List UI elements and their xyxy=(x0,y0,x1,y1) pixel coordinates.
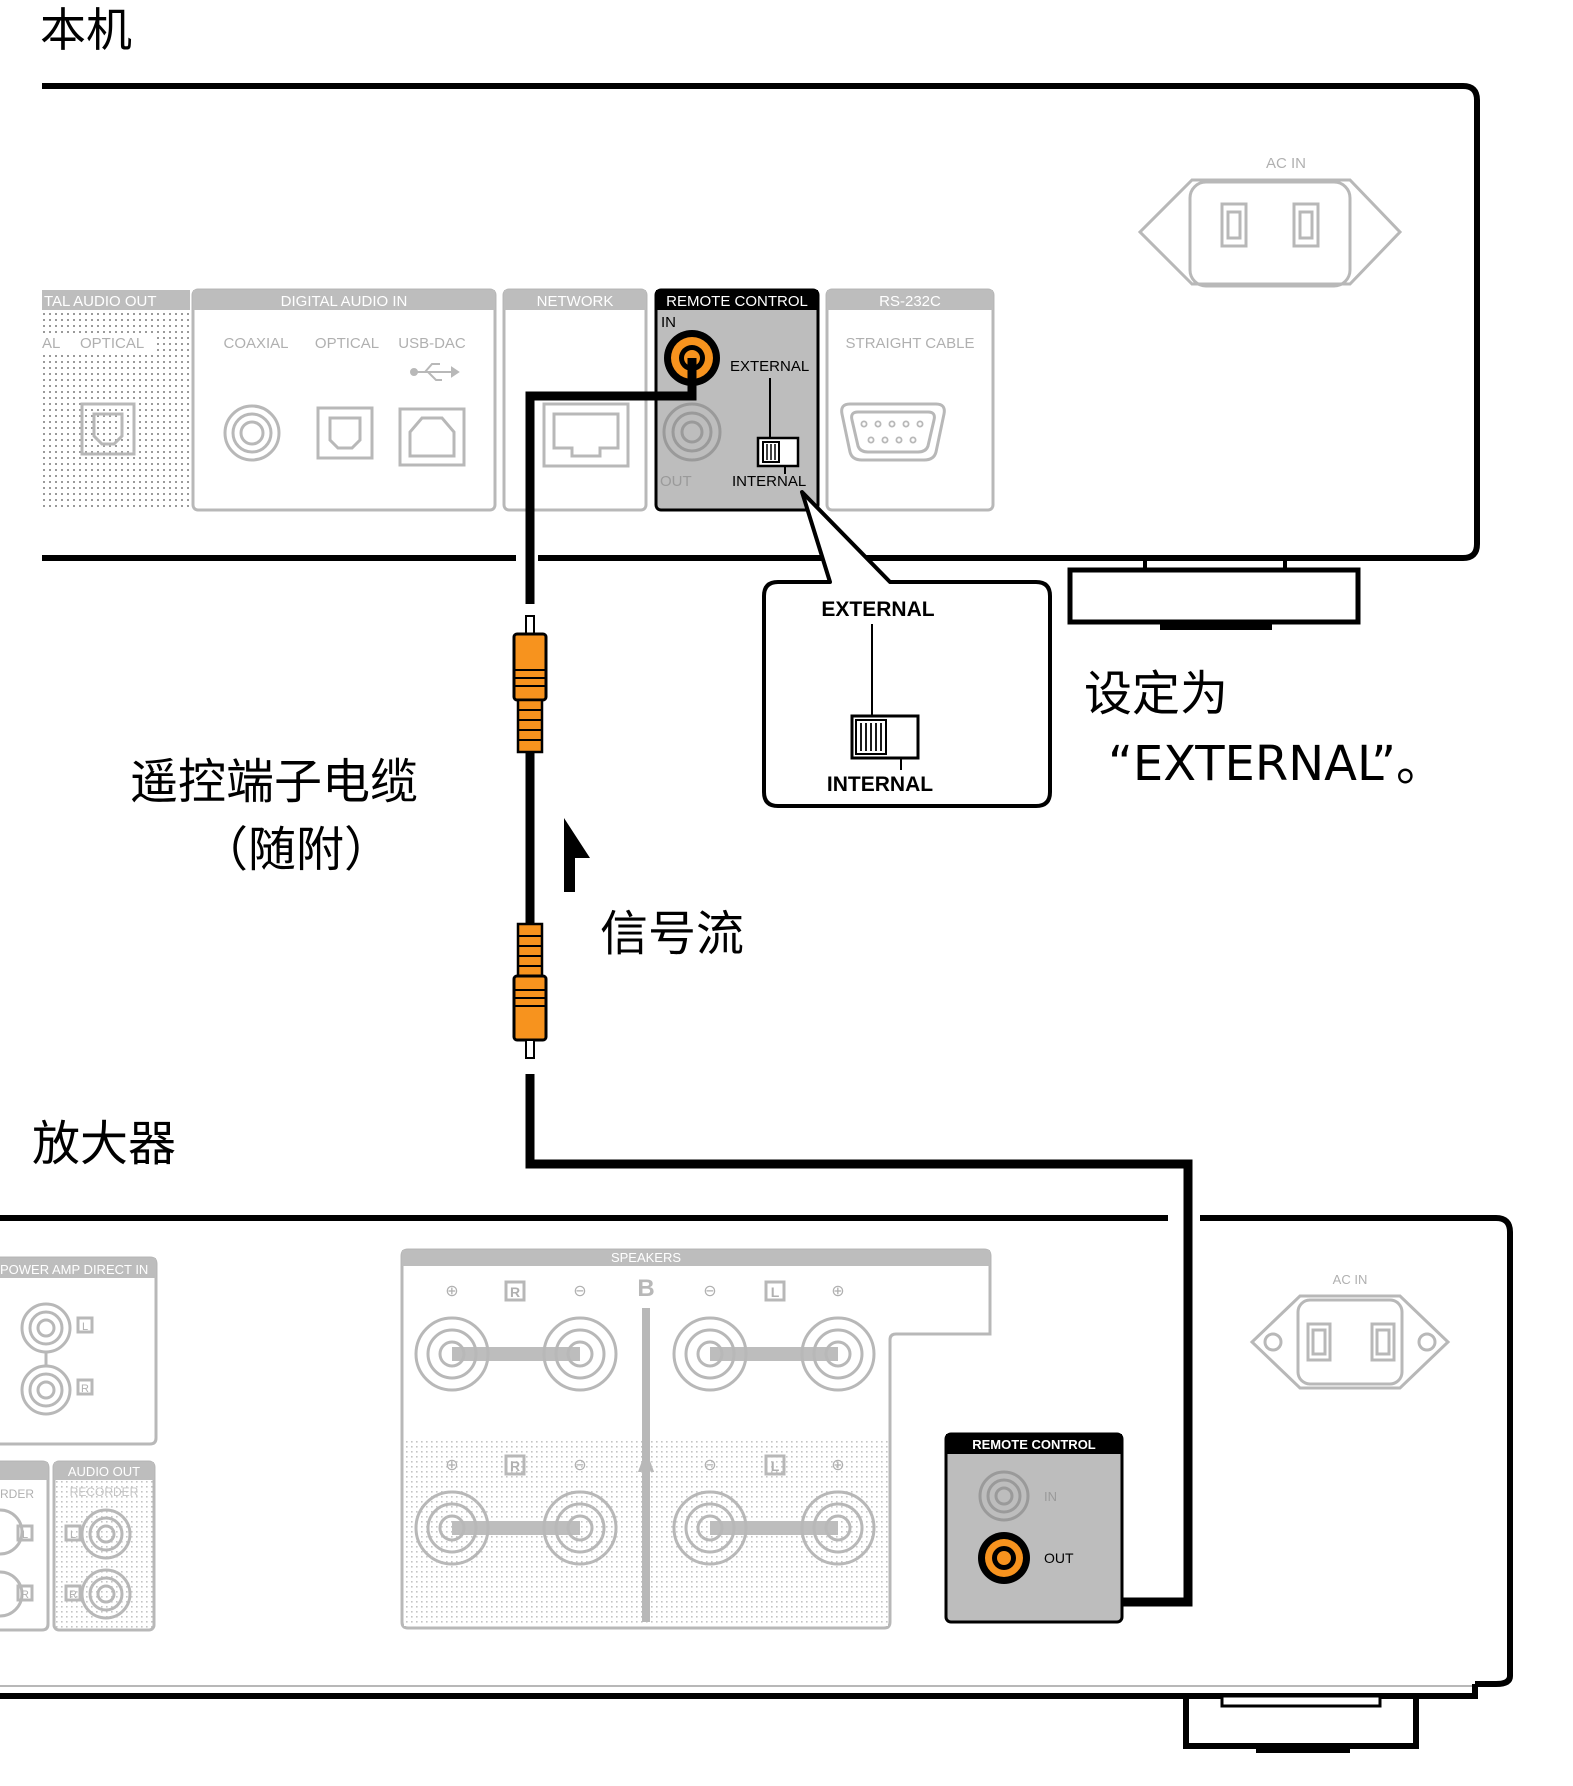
svg-text:RECORDER: RECORDER xyxy=(70,1485,139,1499)
usb-icon xyxy=(410,363,460,381)
svg-text:COAXIAL: COAXIAL xyxy=(223,335,288,352)
signal-flow-arrow-icon xyxy=(564,818,590,892)
svg-text:REMOTE CONTROL: REMOTE CONTROL xyxy=(972,1437,1096,1452)
power-amp-direct-in-panel: POWER AMP DIRECT IN L R xyxy=(0,1256,158,1446)
svg-text:R: R xyxy=(81,1383,89,1395)
svg-text:OPTICAL: OPTICAL xyxy=(80,335,144,352)
svg-text:B: B xyxy=(637,1275,654,1302)
svg-text:⊖: ⊖ xyxy=(703,1283,716,1300)
svg-text:R: R xyxy=(510,1284,520,1300)
amp-remote-control-panel: REMOTE CONTROL IN OUT xyxy=(944,1432,1124,1624)
coaxial-in-jack xyxy=(223,404,281,462)
svg-text:R: R xyxy=(21,1589,29,1601)
unit-chassis xyxy=(42,83,1480,630)
svg-text:EXTERNAL: EXTERNAL xyxy=(821,598,934,621)
svg-text:RS-232C: RS-232C xyxy=(879,293,941,310)
rc-out-jack xyxy=(662,402,722,462)
amp-rc-in-jack xyxy=(978,1470,1030,1522)
setting-text-2: “EXTERNAL”。 xyxy=(1108,736,1444,792)
svg-text:EXTERNAL: EXTERNAL xyxy=(730,358,809,375)
recorder-panel-partial: RDER L R xyxy=(0,1460,50,1632)
svg-text:OPTICAL: OPTICAL xyxy=(315,335,379,352)
svg-text:L: L xyxy=(771,1284,780,1300)
svg-text:⊖: ⊖ xyxy=(703,1457,716,1474)
svg-text:OUT: OUT xyxy=(660,473,692,490)
amp-ac-in: AC IN xyxy=(1249,1272,1451,1390)
network-panel: NETWORK xyxy=(502,288,648,512)
svg-text:AL: AL xyxy=(42,335,60,352)
svg-text:POWER AMP DIRECT IN: POWER AMP DIRECT IN xyxy=(0,1262,148,1277)
speakers-panel: SPEAKERS B A ⊕ ⊖ ⊖ ⊕ ⊕ ⊖ ⊖ ⊕ R L R L xyxy=(400,1248,992,1630)
amp-title: 放大器 xyxy=(32,1116,176,1172)
svg-text:DIGITAL AUDIO IN: DIGITAL AUDIO IN xyxy=(281,293,408,310)
svg-text:INTERNAL: INTERNAL xyxy=(827,773,933,796)
unit-ac-in: AC IN xyxy=(1137,155,1403,288)
svg-text:OUT: OUT xyxy=(1044,1550,1074,1566)
cable-plug-bottom xyxy=(512,922,548,1059)
svg-text:⊕: ⊕ xyxy=(445,1283,458,1300)
svg-text:L: L xyxy=(70,1529,76,1541)
svg-text:⊕: ⊕ xyxy=(831,1283,844,1300)
unit-remote-control-panel: REMOTE CONTROL IN EXTERNAL INTERNAL OUT xyxy=(654,288,820,512)
svg-text:IN: IN xyxy=(1044,1489,1057,1504)
ethernet-port xyxy=(542,402,630,468)
svg-text:L: L xyxy=(22,1529,28,1541)
unit-title: 本机 xyxy=(40,3,132,57)
rs232c-panel: RS-232C STRAIGHT CABLE xyxy=(825,288,995,512)
svg-text:IN: IN xyxy=(661,314,676,331)
cable-label-2: （随附） xyxy=(200,822,392,878)
svg-text:STRAIGHT CABLE: STRAIGHT CABLE xyxy=(846,335,975,352)
svg-text:USB-DAC: USB-DAC xyxy=(398,335,466,352)
svg-text:AC IN: AC IN xyxy=(1333,1272,1368,1287)
svg-text:⊖: ⊖ xyxy=(573,1283,586,1300)
svg-text:NETWORK: NETWORK xyxy=(537,293,614,310)
amp-chassis xyxy=(0,1215,1513,1753)
svg-text:TAL AUDIO OUT: TAL AUDIO OUT xyxy=(44,293,157,310)
cable-label-1: 遥控端子电缆 xyxy=(130,754,418,810)
svg-text:R: R xyxy=(69,1589,77,1601)
rc-mode-switch xyxy=(756,378,800,474)
signal-flow-label: 信号流 xyxy=(600,906,744,962)
digital-audio-out-panel: TAL AUDIO OUT AL OPTICAL xyxy=(40,290,190,510)
svg-text:L: L xyxy=(82,1321,88,1333)
svg-text:SPEAKERS: SPEAKERS xyxy=(611,1250,681,1265)
optical-in-jack xyxy=(316,406,374,460)
svg-text:R: R xyxy=(510,1458,520,1474)
svg-text:AUDIO OUT: AUDIO OUT xyxy=(68,1464,140,1479)
svg-text:⊕: ⊕ xyxy=(445,1457,458,1474)
amp-rc-out-jack-plugged xyxy=(978,1532,1030,1584)
db9-connector xyxy=(840,402,946,462)
svg-text:L: L xyxy=(771,1458,780,1474)
svg-text:AC IN: AC IN xyxy=(1266,155,1306,172)
switch-callout: EXTERNAL INTERNAL xyxy=(762,490,1052,808)
audio-out-panel: AUDIO OUT RECORDER L R xyxy=(52,1460,156,1632)
svg-text:⊖: ⊖ xyxy=(573,1457,586,1474)
speaker-terminals-a xyxy=(414,1490,876,1566)
setting-text-1: 设定为 xyxy=(1084,666,1228,722)
speaker-terminals-b xyxy=(414,1316,876,1392)
digital-audio-in-panel: DIGITAL AUDIO IN COAXIAL OPTICAL USB-DAC xyxy=(191,288,497,512)
usb-b-jack xyxy=(398,407,466,467)
svg-text:INTERNAL: INTERNAL xyxy=(732,473,806,490)
svg-text:REMOTE CONTROL: REMOTE CONTROL xyxy=(666,293,808,310)
svg-text:RDER: RDER xyxy=(0,1487,34,1501)
cable-plug-top xyxy=(512,615,548,754)
svg-text:⊕: ⊕ xyxy=(831,1457,844,1474)
svg-text:A: A xyxy=(637,1451,654,1478)
